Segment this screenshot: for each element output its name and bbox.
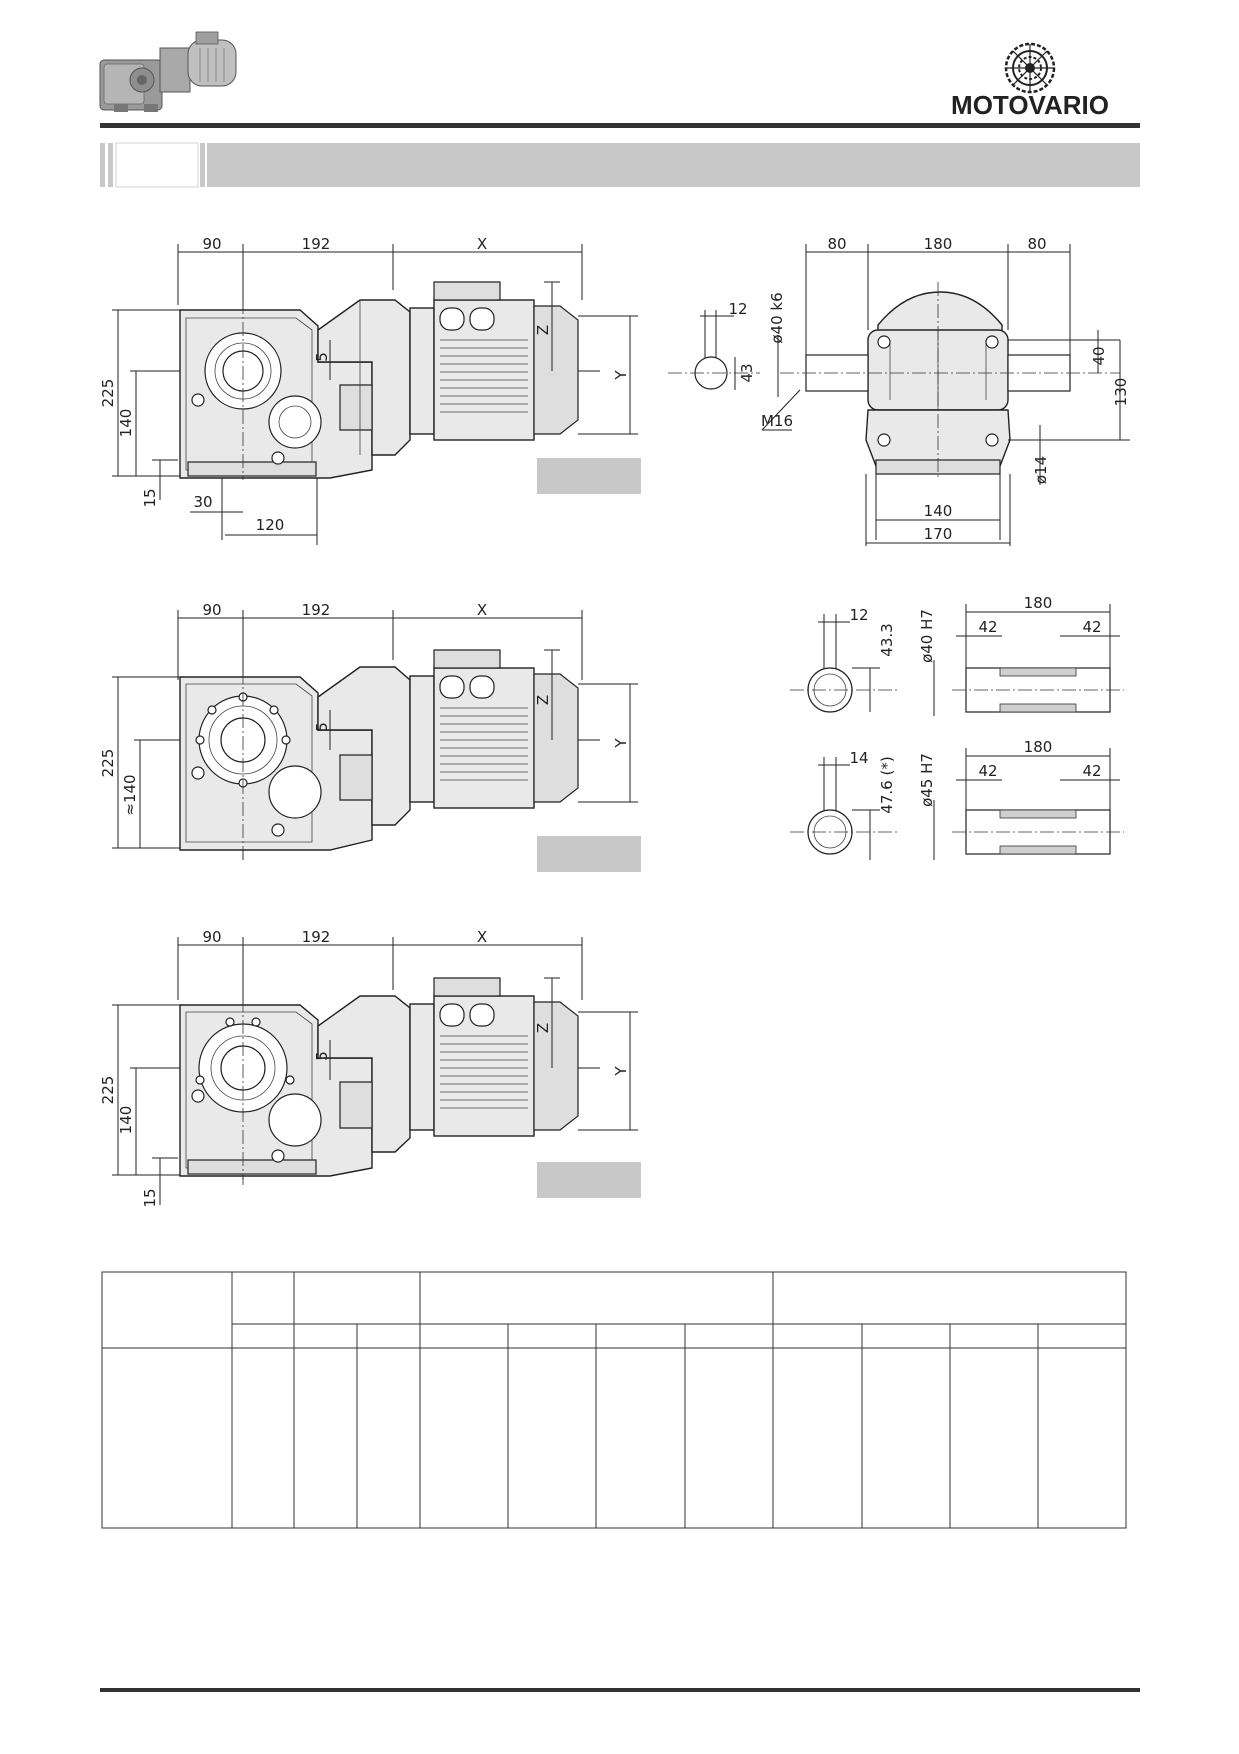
dim-y: Y <box>612 370 630 381</box>
dim-80-right: 80 <box>1027 235 1046 253</box>
length-180: 180 <box>1024 738 1053 756</box>
hollow-shaft-detail-2: 14 47.6 (*) ø45 H7 180 42 42 <box>790 738 1124 860</box>
dim-approx-140: ≈140 <box>121 774 139 815</box>
header-product-icon <box>99 31 237 112</box>
dim-15: 15 <box>141 488 159 507</box>
dim-z: Z <box>534 695 552 705</box>
gearmotor-front-view: 80 180 80 12 43 ø40 k6 M16 <box>668 235 1130 546</box>
dim-90: 90 <box>202 601 221 619</box>
dim-225: 225 <box>99 379 117 408</box>
title-band <box>100 142 1140 188</box>
header-rule <box>100 123 1140 128</box>
end-b-42: 42 <box>1082 618 1101 636</box>
dim-90: 90 <box>202 235 221 253</box>
length-180: 180 <box>1024 594 1053 612</box>
dim-225: 225 <box>99 1076 117 1105</box>
footer-rule <box>100 1688 1140 1692</box>
dim-40: 40 <box>1090 346 1108 365</box>
key-width-12: 12 <box>728 300 747 318</box>
key-height-43-3: 43.3 <box>878 623 896 656</box>
dim-x: X <box>477 601 487 619</box>
thread-m16: M16 <box>761 412 793 430</box>
end-a-42: 42 <box>978 762 997 780</box>
dim-192: 192 <box>302 601 331 619</box>
dim-z: Z <box>534 1023 552 1033</box>
dim-y: Y <box>612 738 630 749</box>
bore-dia-45h7: ø45 H7 <box>918 753 936 807</box>
end-a-42: 42 <box>978 618 997 636</box>
key-width-12: 12 <box>849 606 868 624</box>
dim-140-bottom: 140 <box>924 502 953 520</box>
motor-label-box <box>537 836 641 872</box>
bore-dia-40h7: ø40 H7 <box>918 609 936 663</box>
motovario-logo: MOTOVARIO <box>951 42 1109 120</box>
hole-dia-14: ø14 <box>1032 456 1050 484</box>
dim-130: 130 <box>1112 378 1130 407</box>
motor-label-box <box>537 1162 641 1198</box>
dim-225: 225 <box>99 749 117 778</box>
dim-15: 15 <box>141 1188 159 1207</box>
key-height-43: 43 <box>738 363 756 382</box>
dim-5: 5 <box>313 352 331 362</box>
dim-30: 30 <box>193 493 212 511</box>
dim-170-bottom: 170 <box>924 525 953 543</box>
dim-140: 140 <box>117 409 135 438</box>
dim-192: 192 <box>302 235 331 253</box>
motor-label-box <box>537 458 641 494</box>
dim-5: 5 <box>313 1051 331 1061</box>
gearmotor-side-view-3: 90 192 X 225 140 15 <box>99 928 641 1208</box>
logo-emblem-icon <box>1004 42 1056 94</box>
key-width-14: 14 <box>849 749 868 767</box>
dim-180: 180 <box>924 235 953 253</box>
dim-5: 5 <box>313 722 331 732</box>
dimension-table <box>101 1271 1127 1529</box>
hollow-shaft-detail-1: 12 43.3 ø40 H7 180 42 42 <box>790 594 1124 716</box>
dim-192: 192 <box>302 928 331 946</box>
dim-x: X <box>477 928 487 946</box>
shaft-dia-40k6: ø40 k6 <box>768 292 786 343</box>
brand-name: MOTOVARIO <box>951 90 1109 120</box>
dim-y: Y <box>612 1066 630 1077</box>
dim-90: 90 <box>202 928 221 946</box>
key-height-47-6: 47.6 (*) <box>878 756 896 813</box>
end-b-42: 42 <box>1082 762 1101 780</box>
dim-120: 120 <box>256 516 285 534</box>
dim-140: 140 <box>117 1106 135 1135</box>
gearmotor-side-view-2: 90 192 X 225 ≈140 <box>99 601 641 872</box>
dim-x: X <box>477 235 487 253</box>
gearmotor-side-view-1: 90 192 X 225 140 15 30 120 <box>99 235 641 545</box>
dim-80-left: 80 <box>827 235 846 253</box>
dim-z: Z <box>534 325 552 335</box>
